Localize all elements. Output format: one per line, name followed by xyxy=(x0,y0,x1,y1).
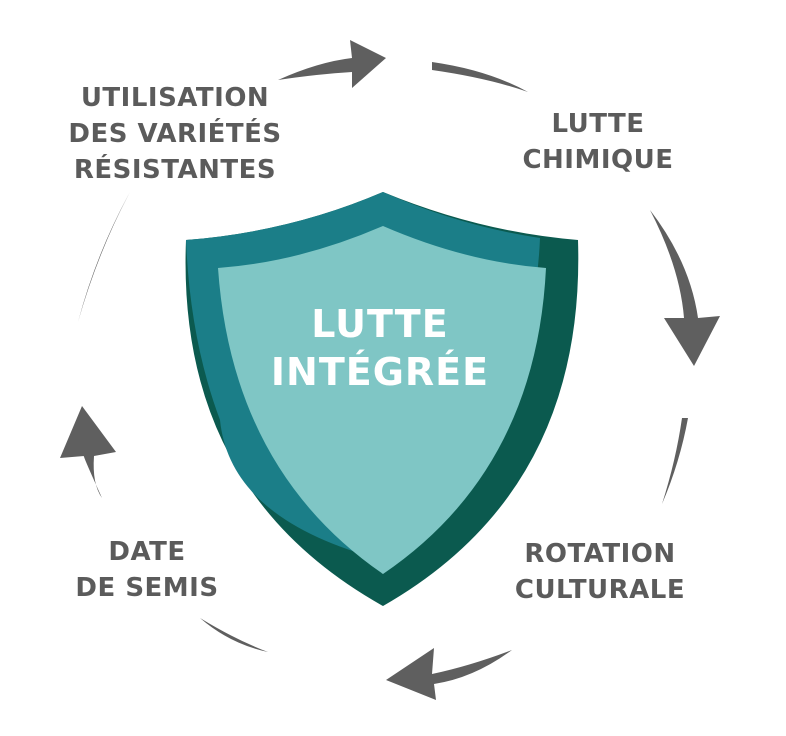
label-sowing-date-line2: DE SEMIS xyxy=(75,573,219,603)
arrow-right xyxy=(650,210,720,366)
label-crop-rotation-line2: CULTURALE xyxy=(514,575,686,605)
label-sowing-date: DATE DE SEMIS xyxy=(52,534,242,606)
arrow-top xyxy=(278,40,386,88)
label-resistant-varieties-line2: DES VARIÉTÉS xyxy=(68,119,282,149)
label-chemical-control-line2: CHIMIQUE xyxy=(522,145,674,175)
label-resistant-varieties-line1: UTILISATION xyxy=(80,83,270,113)
shield-icon xyxy=(185,192,579,606)
shield-inner-layer xyxy=(218,226,546,574)
label-resistant-varieties-line3: RÉSISTANTES xyxy=(73,155,277,185)
shield-title-line2: INTÉGRÉE xyxy=(270,350,490,394)
shield-title: LUTTE INTÉGRÉE xyxy=(230,300,530,396)
arc-left-upper xyxy=(78,192,130,322)
arc-top-right xyxy=(432,62,528,92)
label-crop-rotation-line1: ROTATION xyxy=(524,539,676,569)
label-chemical-control-line1: LUTTE xyxy=(551,109,645,139)
arc-bottom-left xyxy=(200,618,268,652)
label-crop-rotation: ROTATION CULTURALE xyxy=(490,536,710,608)
arrow-bottom xyxy=(386,648,512,700)
label-chemical-control: LUTTE CHIMIQUE xyxy=(498,106,698,178)
arc-right-lower xyxy=(662,418,688,504)
arrow-left xyxy=(60,406,116,498)
label-resistant-varieties: UTILISATION DES VARIÉTÉS RÉSISTANTES xyxy=(40,80,310,188)
shield-title-line1: LUTTE xyxy=(311,302,449,346)
label-sowing-date-line1: DATE xyxy=(108,537,186,567)
